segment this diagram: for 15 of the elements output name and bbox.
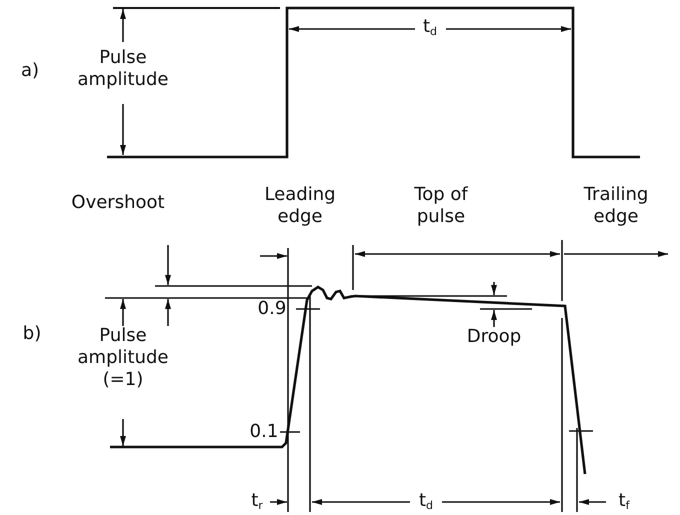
level-label: 0.9	[258, 298, 286, 320]
dimension-label: Overshoot	[71, 192, 165, 214]
dimension-label: Pulse amplitude (=1)	[76, 325, 170, 391]
panel-label: a)	[20, 60, 40, 82]
level-label: 0.1	[250, 421, 278, 443]
dimension-label: Pulse amplitude	[76, 47, 170, 91]
panel-label: b)	[22, 323, 42, 345]
dimension-label: Droop	[466, 326, 522, 348]
region-label: Trailing edge	[582, 184, 650, 228]
region-label: Leading edge	[263, 184, 337, 228]
dimension-label: t$_{d}$	[422, 16, 438, 38]
dimension-label: t$_{d}$	[418, 490, 434, 512]
dimension-label: t$_{f}$	[618, 490, 630, 512]
region-label: Top of pulse	[413, 184, 469, 228]
dimension-label: t$_{r}$	[251, 490, 263, 512]
